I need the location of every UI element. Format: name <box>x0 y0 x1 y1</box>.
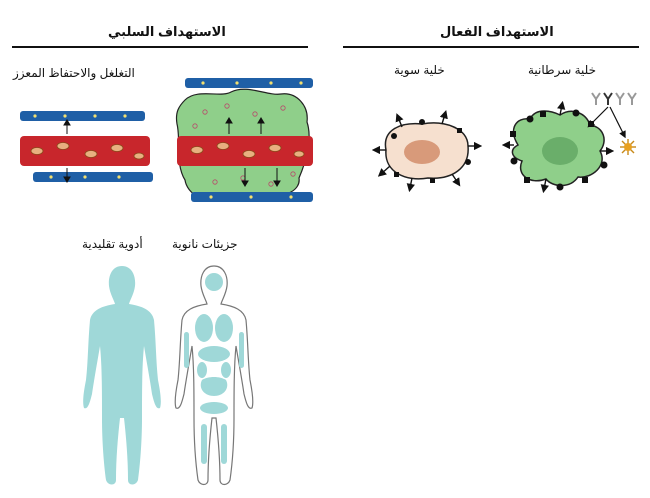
active-heading-rule <box>343 46 639 48</box>
cancer-cell-diagram <box>501 92 637 194</box>
nanoparticle-body <box>174 265 254 486</box>
epr-vessel-diagram <box>20 78 313 202</box>
passive-targeting-heading: الاستهداف السلبي <box>108 24 226 39</box>
active-targeting-heading: الاستهداف الفعال <box>440 24 554 39</box>
passive-heading-rule <box>12 46 308 48</box>
nanoparticles-label: جزيئات نانوية <box>172 237 238 251</box>
cancer-cell-label: خلية سرطانية <box>528 63 597 77</box>
normal-cell-diagram <box>371 109 483 193</box>
conventional-drugs-label: أدوية تقليدية <box>82 237 143 251</box>
normal-cell-label: خلية سوية <box>394 63 445 77</box>
conventional-drug-body <box>83 266 161 485</box>
epr-label: التغلغل والاحتفاظ المعزز <box>13 66 135 80</box>
